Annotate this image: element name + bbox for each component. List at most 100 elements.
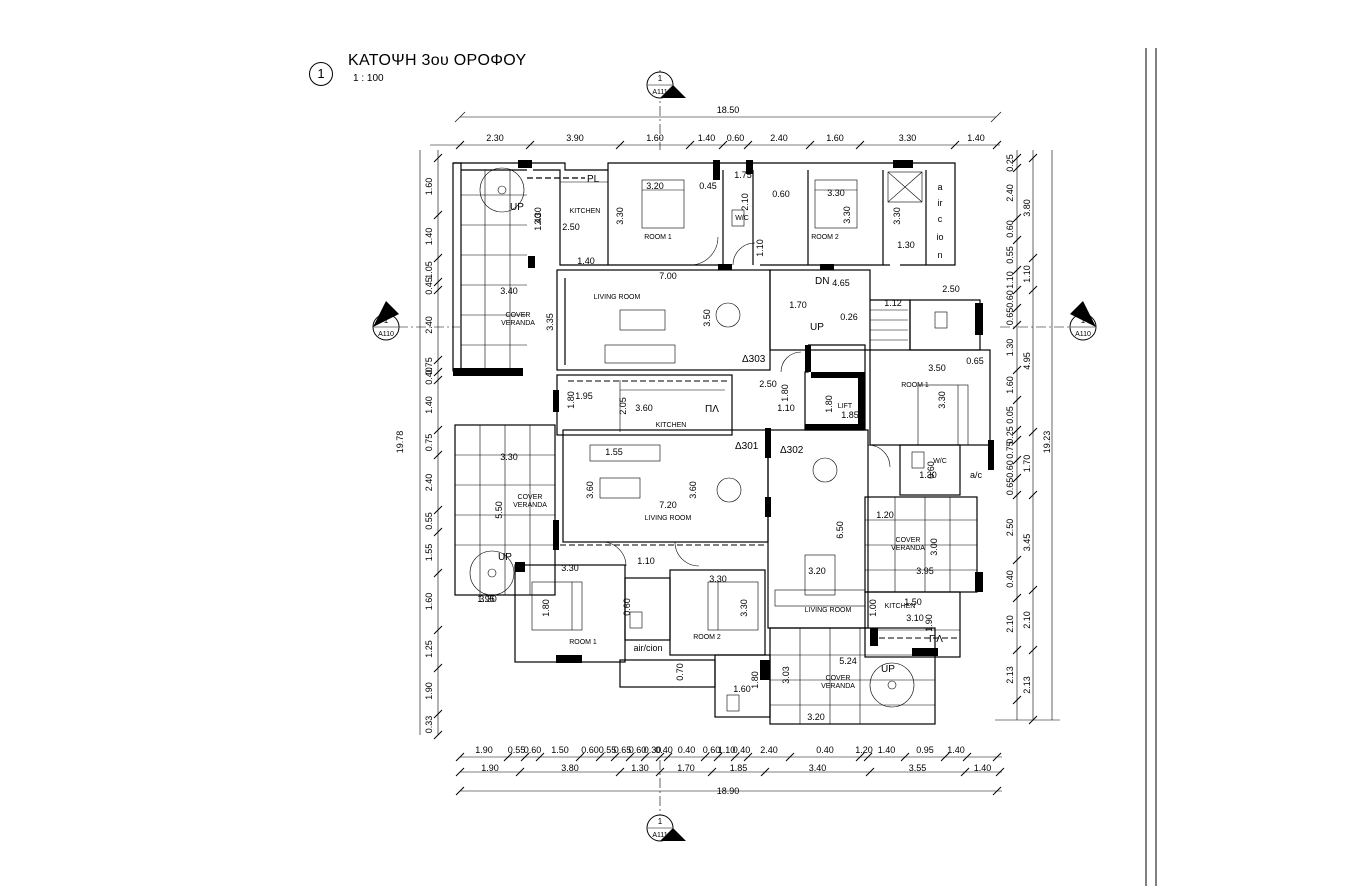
label-veranda: COVER xyxy=(896,537,921,544)
room-dimension: 2.50 xyxy=(942,284,960,294)
dimension-tick xyxy=(1012,213,1022,223)
dimension-value: 2.13 xyxy=(1005,666,1015,684)
dimension-value: 3.40 xyxy=(809,763,827,773)
dimension-value: 0.65 xyxy=(614,745,632,755)
dimension-tick xyxy=(1028,427,1038,437)
dimension-value: 0.65 xyxy=(1005,478,1015,496)
room-dimension: 7.20 xyxy=(659,500,677,510)
label-up: UP xyxy=(510,202,524,213)
label-kitchen: KITCHEN xyxy=(885,603,916,610)
aircon-letter: n xyxy=(937,250,942,260)
label-veranda: COVER xyxy=(826,675,851,682)
dimension-value: 0.25 xyxy=(1005,154,1015,172)
room-dimension: 3.30 xyxy=(709,574,727,584)
section-marker-left: 1 A110 xyxy=(372,301,460,341)
dimension-value: 0.40 xyxy=(816,745,834,755)
room-dimension: 1.80 xyxy=(824,395,834,413)
label-wc: W/C xyxy=(735,215,749,222)
label-ac: a/c xyxy=(970,470,983,480)
dimension-tick xyxy=(940,752,950,762)
dimension-tick xyxy=(455,786,465,796)
room-dimension: 3.35 xyxy=(545,313,555,331)
room-dimension: 2.50 xyxy=(562,222,580,232)
room-dimension: 5.24 xyxy=(839,656,857,666)
label-veranda: VERANDA xyxy=(821,683,855,690)
dimension-value: 1.10 xyxy=(1022,265,1032,283)
dimension-value: 1.40 xyxy=(878,745,896,755)
room-dimension: 2.05 xyxy=(618,397,628,415)
label-pl-greek: ΠΛ xyxy=(705,404,719,415)
dimension-value: 1.70 xyxy=(677,763,695,773)
dimension-value: 1.10 xyxy=(718,745,736,755)
room-dimension: 3.60 xyxy=(585,481,595,499)
dimension-value: 0.40 xyxy=(424,367,434,385)
room-dimension: 3.40 xyxy=(500,286,518,296)
aircon-letter: io xyxy=(936,232,943,242)
room-dimension: 3.30 xyxy=(500,452,518,462)
room-dimension: 3.10 xyxy=(906,613,924,623)
room-dimension: 3.30 xyxy=(615,207,625,225)
dimension-tick xyxy=(713,752,723,762)
dimension-tick xyxy=(760,767,770,777)
room-dimension: 1.20 xyxy=(876,510,894,520)
dimension-value: 2.13 xyxy=(1022,676,1032,694)
dimension-tick xyxy=(433,355,443,365)
dimension-value: 1.30 xyxy=(1005,339,1015,357)
dimension-tick xyxy=(433,375,443,385)
dimension-value: 0.45 xyxy=(424,277,434,295)
room-dimension: 1.90 xyxy=(924,614,934,632)
dimension-tick xyxy=(743,752,753,762)
section-marker-top: 1 A111 xyxy=(646,70,686,150)
dimension-tick xyxy=(433,253,443,263)
dimension-tick xyxy=(785,752,795,762)
dimension-tick xyxy=(520,752,530,762)
room-dimension: 3.60 xyxy=(688,481,698,499)
dimension-value: 1.40 xyxy=(424,396,434,414)
dimension-tick xyxy=(1012,695,1022,705)
dimension-value: 1.60 xyxy=(424,593,434,611)
room-dimension: 0.45 xyxy=(699,181,717,191)
room-dimension: 1.40 xyxy=(533,213,543,231)
dimension-tick xyxy=(1028,715,1038,725)
dimension-tick xyxy=(1012,395,1022,405)
room-labels: KITCHEN ROOM 1 ROOM 2 W/C LIVING ROOM CO… xyxy=(501,208,947,690)
room-dimension: 1.40 xyxy=(577,256,595,266)
dimension-value: 0.60 xyxy=(727,133,745,143)
label-pl: PL xyxy=(587,174,600,185)
room-dimension: 1.80 xyxy=(566,391,576,409)
room-dimension: 4.65 xyxy=(832,278,850,288)
dimension-value: 0.75 xyxy=(424,434,434,452)
dimension-value: 1.55 xyxy=(424,544,434,562)
label-veranda: COVER xyxy=(518,494,543,501)
label-room: ROOM 1 xyxy=(901,382,929,389)
label-room: ROOM 1 xyxy=(569,639,597,646)
dimension-tick xyxy=(1028,585,1038,595)
dimension-value: 0.60 xyxy=(703,745,721,755)
label-veranda: VERANDA xyxy=(513,502,547,509)
dimension-tick xyxy=(433,277,443,287)
room-dimension: 3.03 xyxy=(781,666,791,684)
room-dimension: 1.80 xyxy=(750,671,760,689)
dimension-value: 0.60 xyxy=(1005,290,1015,308)
dimension-tick xyxy=(995,767,1005,777)
dimension-tick xyxy=(950,140,960,150)
dimension-value: 0.55 xyxy=(1005,246,1015,264)
room-dimension: 1.80 xyxy=(780,384,790,402)
dimension-value: 2.40 xyxy=(1005,184,1015,202)
label-living-room: LIVING ROOM xyxy=(805,607,852,614)
dimension-ticks-right xyxy=(1012,153,1038,725)
dimension-tick xyxy=(433,527,443,537)
room-dimension: 3.30 xyxy=(479,594,497,604)
room-dimension: 0.65 xyxy=(966,356,984,366)
dimension-tick xyxy=(663,752,673,762)
structural-columns xyxy=(453,160,994,680)
label-veranda: VERANDA xyxy=(501,320,535,327)
dimension-value: 1.40 xyxy=(947,745,965,755)
dimension-tick xyxy=(535,752,545,762)
dimension-tick xyxy=(515,767,525,777)
dimension-tick xyxy=(962,752,972,762)
